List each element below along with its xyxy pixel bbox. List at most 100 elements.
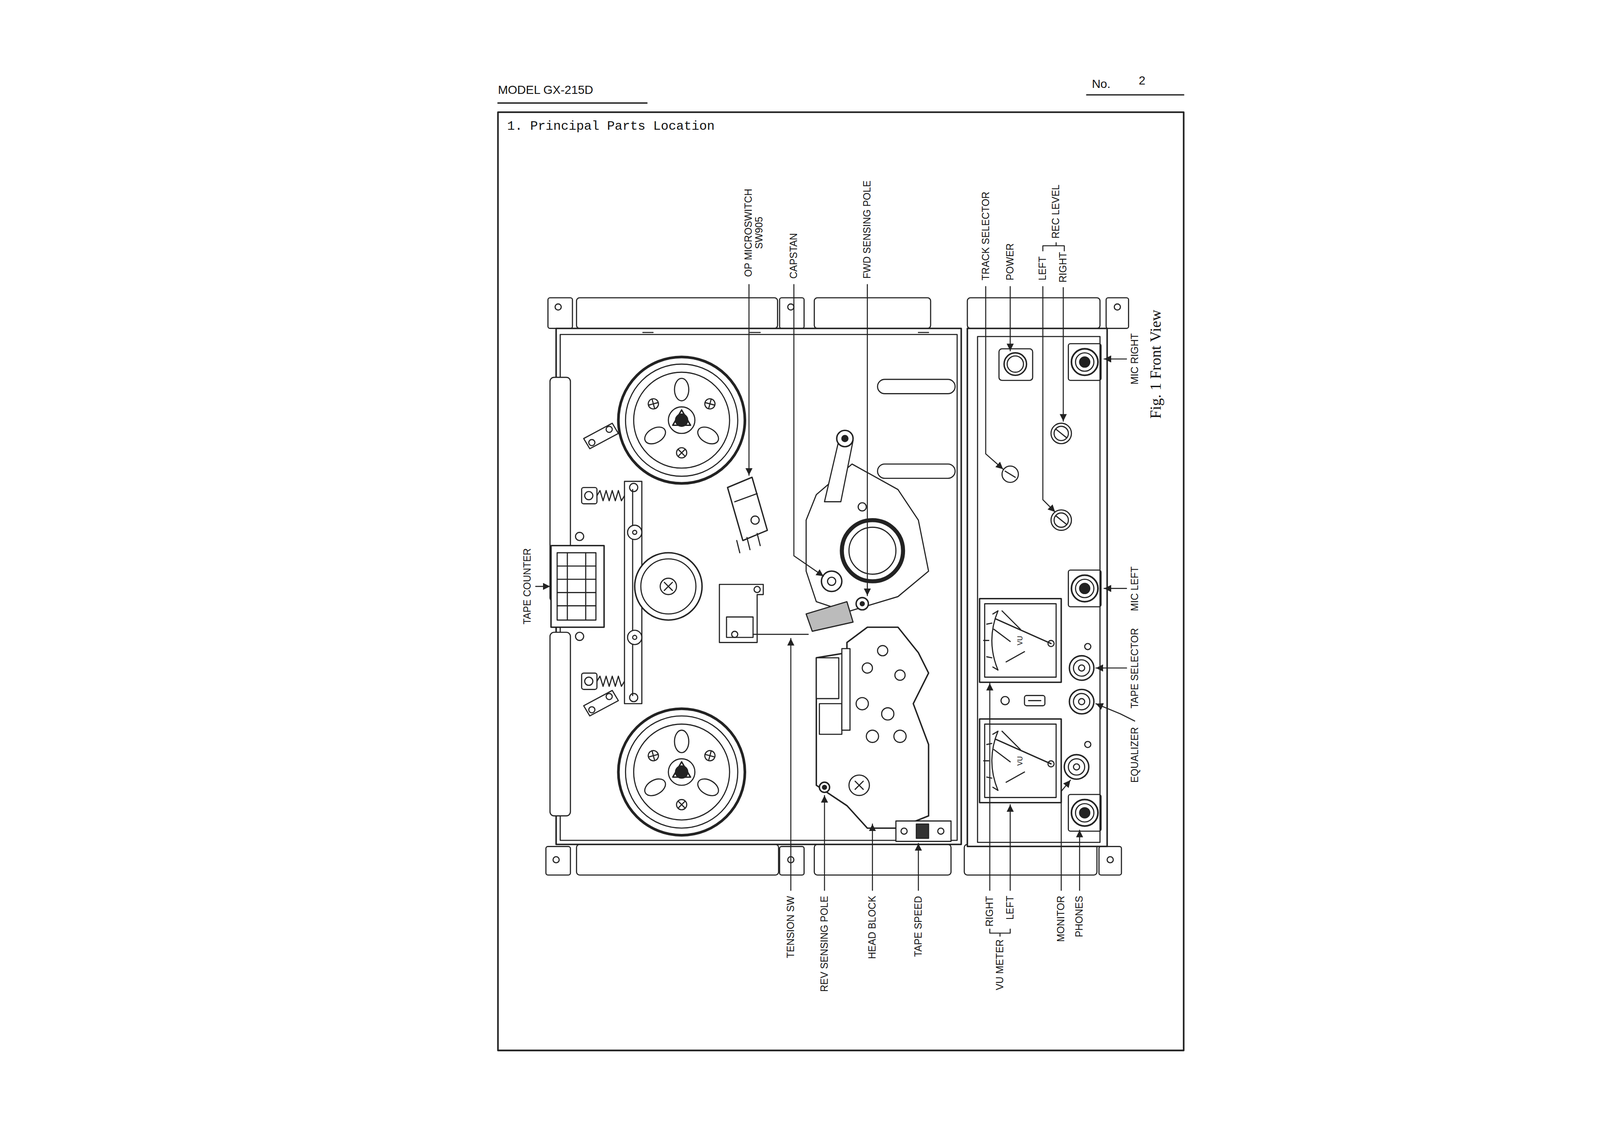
deck-plate [549,328,961,845]
leader-line-part [823,795,825,891]
leader-line-part [794,284,824,577]
capstan-assembly-part [805,601,853,632]
mounting-bracket-part [548,297,573,329]
head-block [816,627,929,829]
meter-face-label: VU [1016,756,1025,766]
leader-line-part [1079,830,1081,891]
tension-arm-part [584,491,593,500]
part-label: LEFT [1004,895,1016,920]
part-label: LEFT [1037,256,1049,281]
part-label: TAPE SELECTOR [1129,627,1141,709]
capstan-assembly-part [841,435,848,442]
page-frame-part [1086,94,1184,96]
tape-speed-switch-part [937,828,944,835]
control-panel-part [979,598,1062,683]
part-label: CAPSTAN [788,233,800,279]
control-panel-part [1084,643,1091,650]
deck-plate-part [877,464,956,479]
tension-switch-part [731,631,738,638]
control-panel-part [1024,695,1046,707]
leader-line-part [989,929,1011,937]
control-panel-part [1068,343,1101,381]
head-block-part [893,730,907,743]
tension-switch-part [753,633,809,636]
tension-arm-part [660,578,677,595]
page-frame-part [497,102,647,104]
tension-arm-part [634,552,703,621]
part-label: HEAD BLOCK [867,895,878,959]
head-block-part [822,785,827,790]
tension-arm-part [584,677,593,686]
deck-plate-part [877,379,956,394]
mounting-bracket-part [554,303,561,310]
leader-line-part [1103,358,1127,360]
figure-caption: Fig. 1 Front View [1147,309,1165,419]
leader-line-part [1009,804,1011,891]
capstan-assembly-part [860,601,865,607]
mounting-bracket-part [576,844,779,876]
part-label: MIC LEFT [1129,566,1141,612]
tension-arm-part [583,423,619,450]
head-block-part [841,648,850,731]
control-panel-part [1054,426,1069,441]
leader-line-part [985,286,1004,470]
part-label: OP MICROSWITCH SW905 [743,186,765,279]
microswitch-part [750,516,760,525]
capstan-assembly-part [836,430,853,447]
page-number: 2 [1138,74,1146,88]
control-panel-part [1007,356,1024,373]
head-block-part [877,645,888,657]
tension-arm-part [627,630,642,645]
head-block-part [819,703,842,735]
tension-arm-part [629,693,638,702]
control-panel-part [1001,696,1010,705]
leader-line-part [1009,286,1011,351]
control-panel-part [1069,655,1094,681]
deck-plate-part [560,334,958,841]
control-panel-part [1069,689,1094,714]
control-panel-part [979,719,1062,803]
tension-arm-part [588,439,595,446]
leader-line-part [1042,286,1056,512]
leader-line-part [1103,588,1127,590]
tension-arm-part [596,676,625,687]
control-panel-part [1068,794,1101,832]
tension-arm-part [640,558,696,614]
leader-line-part [867,284,868,596]
tension-arm-part [588,706,595,713]
control-panel-part [1051,510,1072,531]
head-block-part [819,782,830,793]
head-block-part [881,707,894,721]
part-label: REV SENSING POLE [819,896,830,993]
tape-speed-switch-part [901,828,908,835]
leader-line-part [1042,242,1065,252]
tension-arm-part [632,635,637,640]
head-block-part [862,662,873,674]
microswitch-part [727,477,768,541]
page-frame [497,94,1184,1051]
part-label: TAPE COUNTER [522,548,533,625]
mounting-bracket-part [553,856,560,863]
tension-switch-part [726,617,754,638]
tension-arm-part [627,525,642,540]
leader-line-part [1061,780,1071,891]
mounting-bracket [545,297,1129,876]
capstan-assembly-part [827,577,836,586]
page-frame-part [497,112,1184,1051]
tape-reel-part [618,709,745,836]
leader-line-part [790,638,792,891]
page-number-label: No. [1091,77,1111,91]
bracket-label: VU METER [994,940,1006,991]
part-label: MIC RIGHT [1129,333,1141,385]
tape-counter-part [567,552,586,621]
capstan-assembly-part [855,597,869,611]
mounting-bracket-part [1106,856,1113,863]
bracket-label: REC LEVEL [1050,184,1062,240]
tension-arm-part [606,693,613,700]
microswitch-part [736,533,761,553]
tape-speed-switch [896,821,952,842]
mounting-bracket-part [967,297,1101,329]
leader-line-part [535,586,550,587]
mounting-bracket-part [1114,303,1121,310]
